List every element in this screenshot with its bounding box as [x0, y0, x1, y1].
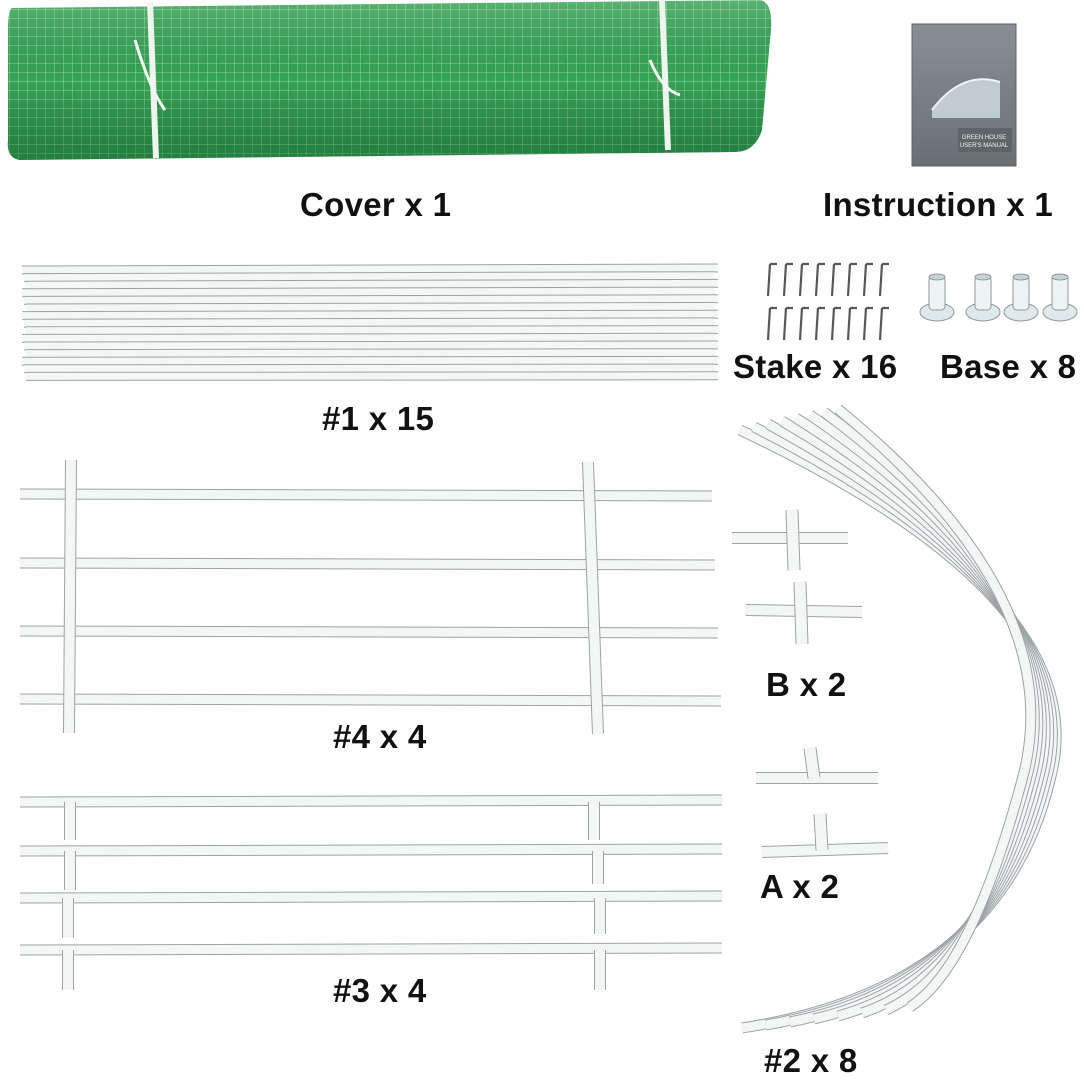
- label-pipe-3: #3 x 4: [333, 972, 427, 1009]
- stake: [782, 262, 793, 297]
- manual-title: GREEN HOUSE: [962, 135, 1006, 141]
- connector-a: [803, 747, 821, 779]
- pipe-4-horizontal: [19, 693, 722, 707]
- greenhouse-cover: [7, 0, 772, 160]
- pipe-1: [25, 325, 719, 336]
- pipe-1: [21, 355, 719, 366]
- label-instruction: Instruction x 1: [823, 186, 1054, 223]
- label-pipe-4: #4 x 4: [333, 718, 427, 755]
- pipe-2-arcs: [737, 404, 1062, 1034]
- stake: [862, 262, 873, 297]
- pipe-1: [21, 286, 716, 298]
- connector-a: [813, 813, 829, 851]
- stake: [830, 262, 841, 297]
- stake: [814, 306, 825, 341]
- pipe-2-arc: [751, 422, 1058, 1031]
- connector-b: [793, 581, 809, 645]
- stake: [878, 262, 889, 297]
- base: [919, 273, 955, 322]
- pipe-1: [23, 317, 716, 328]
- connector-b: [785, 509, 801, 571]
- stake: [798, 306, 809, 341]
- connector-b-group: [732, 509, 863, 645]
- stake: [862, 306, 873, 341]
- label-pipe-1: #1 x 15: [322, 400, 435, 437]
- pipe-3-horizontal: [19, 843, 723, 857]
- pipe-1: [23, 363, 716, 374]
- pipe-4-horizontal: [19, 557, 716, 571]
- stake: [878, 306, 889, 341]
- pipe-3-horizontal: [19, 794, 723, 808]
- label-connector-a: A x 2: [760, 868, 840, 905]
- pipe-4-vertical: [582, 461, 604, 735]
- pipe-1: [23, 271, 716, 283]
- pipe-1: [21, 309, 719, 321]
- bases-group: [919, 273, 1078, 322]
- stake: [846, 262, 857, 297]
- pipe-1: [25, 302, 716, 313]
- pipe-4-vertical: [63, 459, 77, 734]
- pipe-1: [23, 340, 719, 351]
- pipe-1-bundle: [21, 263, 719, 381]
- label-cover: Cover x 1: [300, 186, 452, 223]
- label-pipe-2: #2 x 8: [764, 1042, 858, 1079]
- stake: [766, 262, 777, 297]
- stake: [782, 306, 793, 341]
- pipe-3-horizontal: [19, 942, 723, 956]
- stake: [798, 262, 809, 297]
- base: [965, 273, 1001, 322]
- manual-subtitle: USER'S MANUAL: [960, 143, 1009, 149]
- stake: [830, 306, 841, 341]
- stake: [846, 306, 857, 341]
- stake: [766, 306, 777, 341]
- instruction-manual: GREEN HOUSE USER'S MANUAL: [911, 23, 1017, 167]
- connector-a-group: [756, 747, 889, 858]
- stake: [814, 262, 825, 297]
- base: [1003, 273, 1039, 322]
- label-stake: Stake x 16: [733, 348, 898, 385]
- pipe-1: [25, 348, 716, 359]
- pipe-3-frames: [19, 794, 723, 990]
- label-connector-b: B x 2: [766, 666, 847, 703]
- stakes-group: [766, 262, 889, 341]
- base: [1042, 273, 1078, 322]
- pipe-1: [21, 332, 716, 343]
- label-base: Base x 8: [940, 348, 1077, 385]
- pipe-4-frames: [19, 459, 722, 735]
- pipe-4-horizontal: [19, 488, 713, 502]
- pipe-3-horizontal: [19, 890, 723, 904]
- pipe-1: [21, 263, 719, 275]
- pipe-1: [23, 294, 719, 305]
- pipe-1: [25, 278, 719, 290]
- connector-a: [761, 842, 889, 858]
- pipe-2-arc: [834, 404, 1037, 1012]
- pipe-1: [25, 371, 719, 381]
- pipe-4-horizontal: [19, 625, 719, 639]
